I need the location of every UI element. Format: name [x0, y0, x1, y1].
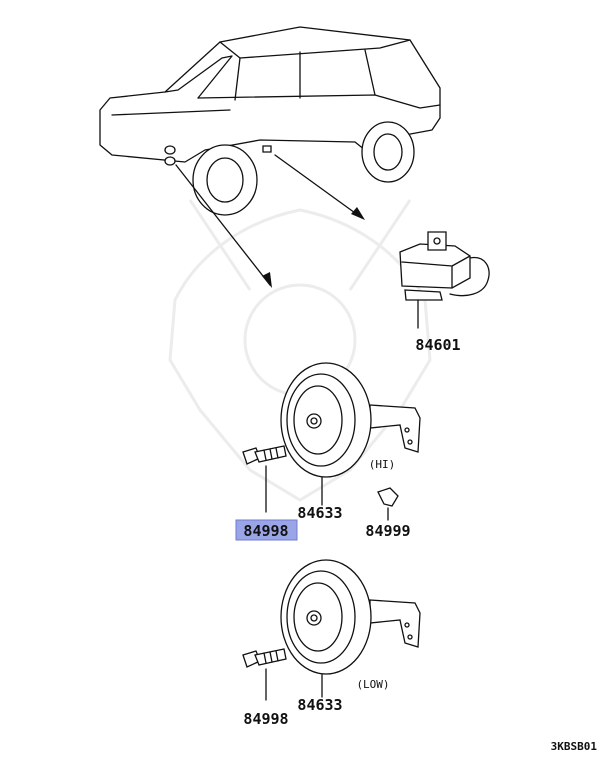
clip [377, 487, 399, 521]
label-relay: 84601 [415, 336, 460, 354]
highlight-box [235, 519, 298, 541]
horn-hi [280, 362, 421, 506]
annotation-low: (LOW) [356, 678, 389, 691]
horn-low [280, 559, 421, 698]
label-bolt-top[interactable]: 84998 [243, 522, 288, 540]
label-horn-low: 84633 [297, 696, 342, 714]
diagram-code: 3KBSB01 [551, 740, 598, 753]
horn-relay [399, 231, 490, 329]
bolt-top [242, 445, 287, 513]
annotation-hi: (HI) [369, 458, 396, 471]
label-horn-hi: 84633 [297, 504, 342, 522]
pointer-arrows [175, 154, 365, 288]
vehicle-outline [99, 26, 441, 216]
label-bolt-bottom: 84998 [243, 710, 288, 728]
bolt-bottom [242, 648, 287, 701]
label-clip: 84999 [365, 522, 410, 540]
